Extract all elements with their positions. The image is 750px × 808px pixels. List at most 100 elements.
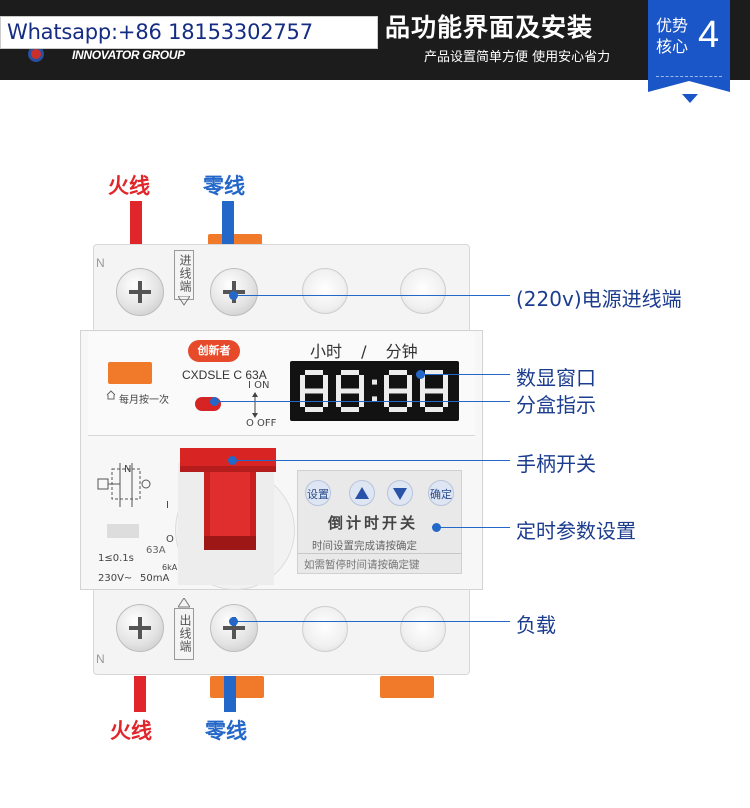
display-digit-segment [359,391,364,407]
display-digit-segment [389,407,407,412]
display-digit-segment [305,388,323,394]
callout-line [233,460,510,461]
watermark-text: Whatsapp:+86 18153302757 [7,20,313,44]
bottom-neutral-wire [224,676,236,712]
bottom-neutral-wire-label: 零线 [205,719,247,743]
n-mark-bottom: N [96,652,105,666]
display-digit-segment [389,370,407,375]
callout-dot [229,291,238,300]
terminal-hole [400,606,446,652]
callout-dot [228,456,237,465]
display-digit-segment [425,388,443,394]
off-label: O OFF [246,418,277,429]
callout-dot [432,523,441,532]
output-clip-right [380,676,434,698]
terminal-screw-icon[interactable] [116,268,164,316]
callout-dot [416,370,425,379]
display-digit-segment [300,375,305,391]
terminal-screw-icon[interactable] [116,604,164,652]
input-terminal-frame [174,250,194,300]
timer-hint-2: 如需暂停时间请按确定键 [304,559,420,571]
display-digit-segment [384,375,389,391]
callout-timer: 定时参数设置 [516,519,636,543]
set-button-label: 设置 [307,488,329,501]
callout-dot [229,617,238,626]
badge-divider [656,76,722,77]
display-digit-segment [305,407,323,412]
display-digit-segment [336,375,341,391]
triangle-up-icon [355,487,369,499]
bottom-live-wire-label: 火线 [110,719,152,743]
bottom-live-wire [134,676,146,712]
top-neutral-wire [222,201,234,245]
on-off-arrow-icon [252,392,258,418]
spec-rating: 63A [146,545,166,556]
display-digit-segment [359,375,364,391]
output-terminal-label: 出线端 [178,614,192,653]
top-neutral-wire-label: 零线 [203,174,245,198]
badge-number: 4 [698,14,720,56]
callout-line [234,621,510,622]
confirm-button[interactable] [428,480,454,506]
callout-line [234,295,510,296]
display-digits [300,370,448,412]
terminal-hole [400,268,446,314]
display-digit-segment [420,391,425,407]
toggle-handle[interactable] [180,448,276,552]
callout-load: 负载 [516,613,556,637]
set-button[interactable] [305,480,331,506]
model-label: CXDSLE C 63A [182,368,267,382]
display-digit-segment [389,388,407,394]
circuit-diagram-icon [97,463,151,507]
arrow-up-icon [178,598,190,608]
spec-current: 50mA [140,573,170,584]
spec-ia: 6kA [162,563,178,572]
output-terminal-frame [174,608,194,660]
arrow-down-icon [178,296,190,306]
display-digit-segment [407,391,412,407]
display-colon [372,379,377,385]
callout-line [215,401,510,402]
callout-indicator: 分盒指示 [516,393,596,417]
callout-handle: 手柄开关 [516,452,596,476]
callout-dot [210,397,219,406]
display-digit-segment [305,370,323,375]
page-title: 品功能界面及安装 [385,13,594,42]
display-digit-segment [407,375,412,391]
circuit-n-label: N [124,464,132,475]
display-colon [372,396,377,402]
spec-voltage: 230V~ [98,573,133,584]
display-digit-segment [336,391,341,407]
display-labels: 小时 / 分钟 [310,338,418,362]
display-digit-segment [341,370,359,375]
minutes-label: 分钟 [385,342,418,361]
callout-display: 数显窗口 [516,366,596,390]
page-subtitle: 产品设置简单方便 使用安心省力 [424,50,611,65]
terminal-hole [302,606,348,652]
label-plate [107,524,139,538]
triangle-down-icon [393,488,407,500]
callout-power-input: (220v)电源进线端 [516,287,682,311]
input-clip [208,234,262,246]
badge-line-1: 优势 [656,16,689,35]
badge-line-2: 核心 [656,37,689,56]
callout-line [421,374,510,375]
display-digit-segment [420,375,425,391]
top-live-wire [130,201,142,247]
monthly-test-button[interactable] [108,362,152,384]
output-clip-left [210,676,264,698]
home-icon [106,390,116,400]
display-digit-segment [443,375,448,391]
confirm-button-label: 确定 [430,488,452,501]
monthly-test-label: 每月按一次 [119,395,169,406]
display-digit-segment [425,407,443,412]
brand-logo: 创新者 [188,340,240,362]
terminal-screw-icon[interactable] [210,604,258,652]
brand-name: INNOVATOR GROUP [72,48,185,62]
timer-divider [297,553,462,554]
digital-display [290,361,459,421]
handle-off-mark: O [166,534,174,545]
handle-on-mark: I [166,500,169,511]
n-mark-top: N [96,256,105,270]
display-digit-segment [384,391,389,407]
